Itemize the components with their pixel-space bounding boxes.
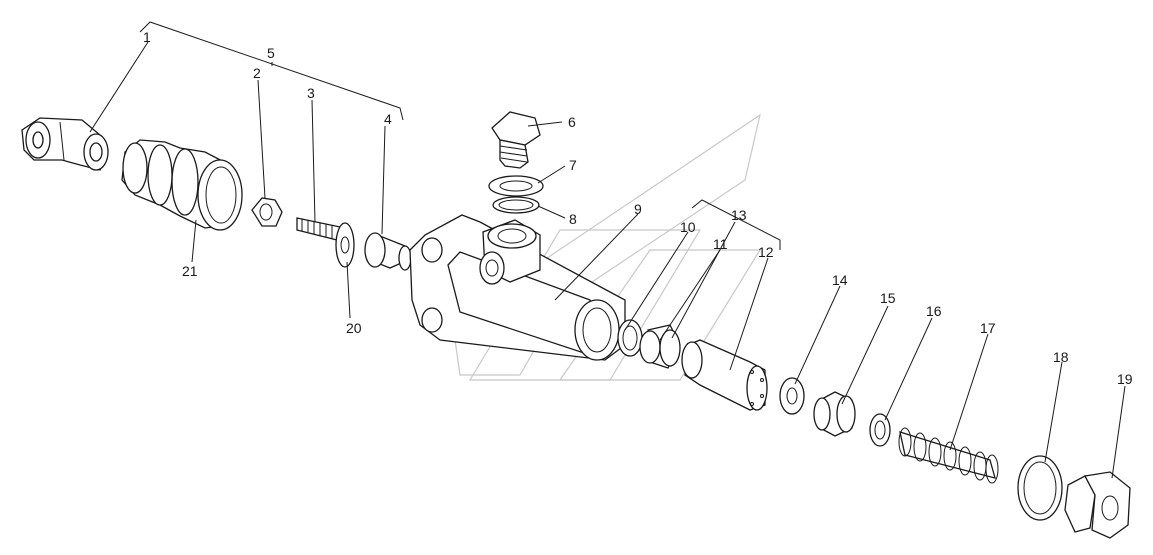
plug-bolt-part-6 bbox=[491, 111, 541, 169]
label-4: 4 bbox=[384, 111, 392, 127]
gasket-part-18 bbox=[1017, 455, 1063, 521]
spring-part-17 bbox=[898, 427, 999, 484]
label-8: 8 bbox=[569, 211, 577, 227]
label-9: 9 bbox=[634, 201, 642, 217]
piston-part-12 bbox=[681, 339, 768, 411]
assembly-bracket-13 bbox=[691, 199, 781, 250]
label-20: 20 bbox=[346, 320, 362, 336]
label-13: 13 bbox=[731, 207, 747, 223]
label-11: 11 bbox=[713, 236, 728, 252]
cylinder-housing-part-9 bbox=[409, 214, 626, 361]
label-2: 2 bbox=[253, 65, 261, 81]
gasket-part-7 bbox=[488, 175, 544, 197]
leader-lines bbox=[89, 41, 1126, 479]
label-1: 1 bbox=[143, 29, 151, 45]
washer-part-14 bbox=[779, 377, 805, 415]
label-7: 7 bbox=[569, 157, 577, 173]
washer-part-20 bbox=[335, 222, 355, 268]
clevis-fork-part-1 bbox=[21, 117, 109, 171]
label-15: 15 bbox=[880, 290, 896, 306]
callout-labels: 1 2 3 4 5 6 7 8 9 10 11 12 13 14 15 16 1… bbox=[143, 29, 1133, 387]
piston-pin-part-4 bbox=[364, 232, 412, 271]
sealing-ring-part-8 bbox=[492, 196, 540, 214]
label-17: 17 bbox=[980, 320, 996, 336]
assembly-bracket-5 bbox=[139, 21, 404, 121]
label-18: 18 bbox=[1053, 349, 1069, 365]
o-ring-part-10 bbox=[617, 319, 643, 357]
label-12: 12 bbox=[758, 244, 774, 260]
label-14: 14 bbox=[832, 272, 848, 288]
label-21: 21 bbox=[182, 263, 198, 279]
label-16: 16 bbox=[926, 303, 942, 319]
label-5: 5 bbox=[267, 45, 275, 61]
label-19: 19 bbox=[1117, 371, 1133, 387]
ring-part-16 bbox=[869, 413, 891, 447]
label-3: 3 bbox=[307, 85, 315, 101]
label-6: 6 bbox=[568, 114, 576, 130]
label-10: 10 bbox=[680, 219, 696, 235]
rubber-boot-part-21 bbox=[121, 139, 243, 231]
seal-cup-part-11 bbox=[639, 324, 681, 369]
end-plug-part-19 bbox=[1064, 471, 1131, 539]
bush-part-15 bbox=[813, 391, 856, 437]
hex-nut-part-2 bbox=[251, 197, 283, 227]
